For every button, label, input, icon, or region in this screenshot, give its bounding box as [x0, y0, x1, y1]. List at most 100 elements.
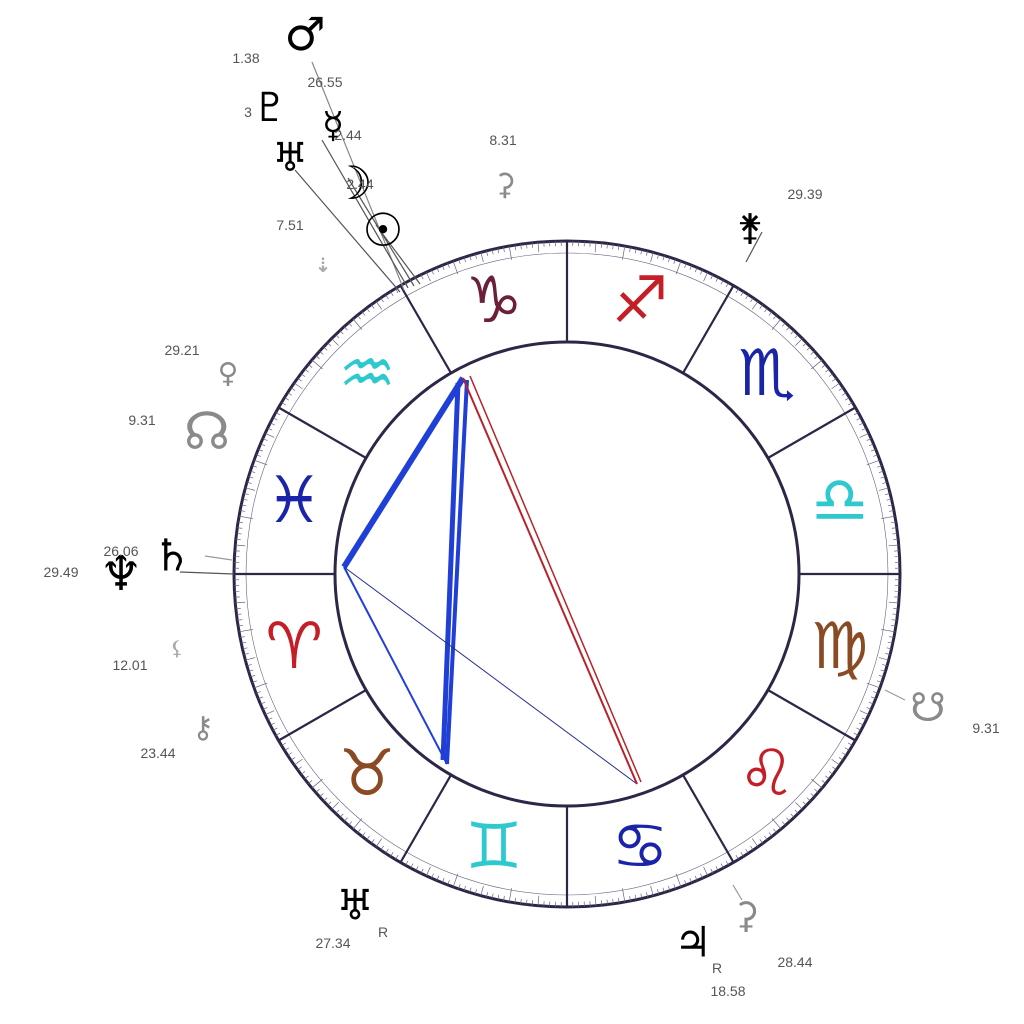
degree-tick — [881, 515, 896, 519]
degree-tick — [258, 696, 264, 700]
aspect-line — [343, 566, 448, 765]
degree-tick — [370, 304, 375, 309]
degree-tick — [668, 885, 671, 891]
sign-glyphs: ♈♉♊♋♌♍♎♏♐♑♒♓ — [265, 264, 868, 884]
degree-tick — [890, 624, 896, 627]
degree-tick — [480, 252, 484, 263]
degree-tick — [531, 900, 534, 906]
degree-tick — [771, 818, 782, 830]
planet-pointer — [204, 555, 233, 561]
degree-tick — [508, 245, 512, 260]
degree-tick — [352, 818, 363, 830]
degree-tick — [270, 722, 275, 726]
degree-tick — [243, 653, 249, 655]
degree-tick — [238, 624, 244, 627]
planet-degree-label: 3 — [244, 104, 252, 120]
degree-tick — [236, 533, 242, 535]
degree-tick — [380, 297, 384, 303]
planet-pointer — [321, 139, 409, 289]
degree-tick — [431, 873, 434, 879]
degree-tick — [491, 249, 494, 255]
planet-degree-label: 28.44 — [777, 954, 812, 970]
degree-tick — [594, 895, 597, 906]
sign-boundary — [399, 285, 452, 374]
sign-aries-icon: ♈ — [265, 610, 322, 684]
degree-tick — [885, 653, 891, 655]
degree-tick — [684, 262, 687, 268]
planet-ceres-icon: ⚳ — [733, 896, 759, 937]
degree-tick — [700, 873, 703, 879]
degree-tick — [794, 809, 799, 814]
degree-tick — [773, 314, 777, 320]
degree-tick — [745, 848, 749, 854]
degree-tick — [891, 619, 897, 621]
degree-tick — [431, 269, 434, 275]
degree-tick — [503, 247, 505, 253]
degree-tick — [270, 422, 275, 426]
sign-boundary — [767, 689, 856, 742]
degree-tick — [300, 373, 306, 377]
degree-tick — [250, 675, 256, 678]
degree-tick — [694, 267, 698, 273]
degree-tick — [491, 893, 494, 899]
inner-ring — [333, 340, 801, 808]
degree-tick — [668, 257, 671, 263]
degree-tick — [880, 476, 886, 479]
degree-tick — [469, 887, 472, 893]
degree-tick — [348, 322, 353, 327]
degree-tick — [725, 282, 729, 288]
degree-tick — [700, 269, 703, 275]
degree-tick — [781, 322, 786, 327]
sign-libra-icon: ♎ — [811, 464, 868, 538]
degree-tick — [612, 244, 614, 250]
degree-tick — [689, 265, 693, 271]
planet-pointer — [745, 231, 763, 263]
sign-scorpio-icon: ♏ — [738, 337, 795, 411]
degree-tick — [297, 377, 302, 382]
degree-tick — [866, 682, 881, 689]
degree-tick — [284, 747, 290, 751]
degree-tick — [300, 771, 306, 775]
planet-proserpina-icon: ⚵ — [737, 208, 763, 249]
degree-tick — [272, 727, 278, 731]
degree-tick — [238, 521, 244, 524]
degree-tick — [814, 788, 819, 793]
degree-tick — [486, 892, 488, 898]
degree-tick — [880, 669, 886, 672]
aspect-lines — [179, 61, 906, 901]
degree-tick — [870, 696, 876, 700]
degree-tick — [255, 454, 261, 457]
planet-degree-label: 29.21 — [164, 342, 199, 358]
degree-tick — [832, 766, 837, 771]
degree-tick — [838, 757, 844, 761]
degree-tick — [508, 888, 512, 903]
degree-tick — [878, 675, 884, 678]
degree-tick — [866, 438, 872, 441]
degree-tick — [260, 701, 266, 705]
degree-tick — [236, 613, 242, 615]
planet-pointer — [884, 689, 906, 701]
degree-tick — [311, 778, 323, 789]
degree-tick — [252, 465, 257, 468]
degree-tick — [287, 392, 293, 396]
sign-virgo-icon: ♍ — [811, 610, 868, 684]
sign-boundary — [278, 406, 367, 459]
degree-tick — [725, 860, 729, 866]
degree-tick — [689, 877, 693, 883]
degree-tick — [810, 793, 815, 798]
degree-tick — [847, 402, 853, 406]
degree-tick — [526, 243, 528, 249]
degree-tick — [474, 253, 477, 259]
planet-degree-label: 26.06 — [103, 543, 138, 559]
degree-tick — [474, 889, 477, 895]
degree-tick — [891, 527, 897, 529]
degree-tick — [366, 835, 370, 841]
aspect-line — [462, 377, 638, 785]
degree-tick — [740, 291, 744, 297]
degree-tick — [859, 432, 869, 438]
degree-tick — [806, 346, 811, 351]
degree-tick — [343, 817, 348, 822]
degree-tick — [240, 510, 246, 512]
degree-tick — [887, 641, 893, 644]
degree-tick — [640, 249, 643, 255]
